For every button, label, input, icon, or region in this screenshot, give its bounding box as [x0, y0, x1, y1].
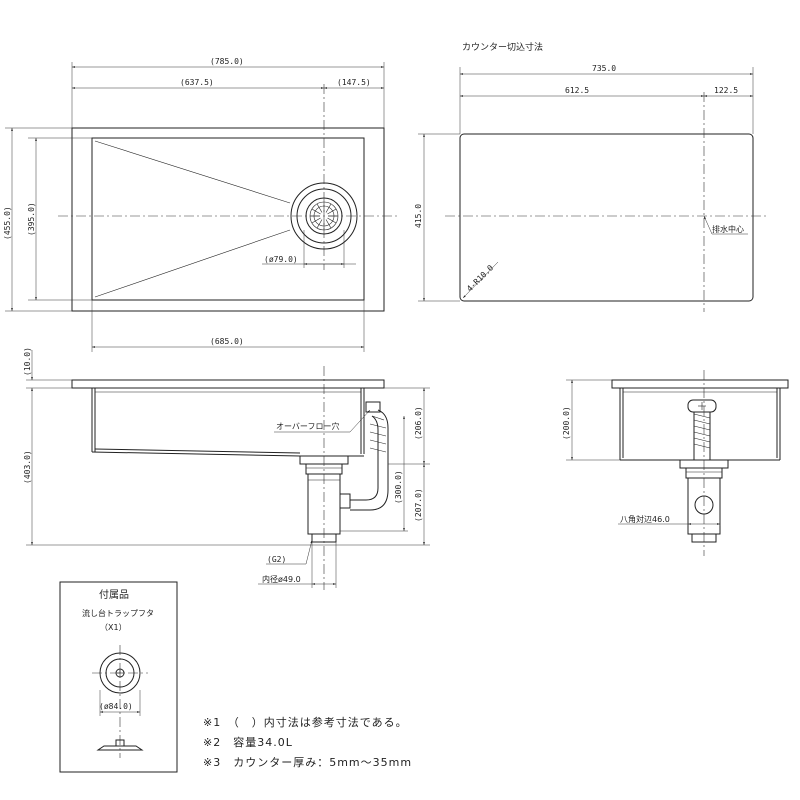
dim-overall-depth: (455.0)	[3, 206, 12, 240]
inner-diameter-label: 内径ø49.0	[262, 574, 301, 584]
drain-center-label: 排水中心	[712, 224, 744, 234]
dim-overall-width: (785.0)	[210, 57, 244, 66]
dim-drain-to-edge: (147.5)	[337, 78, 371, 87]
accessory-title: 付属品	[99, 588, 129, 601]
octagon-width-label: 八角対辺46.0	[620, 514, 670, 524]
dim-rim-thickness: (10.0)	[23, 347, 32, 376]
cutout-corner-radius: 4-R10.0	[465, 263, 495, 293]
dim-trap-height: (300.0)	[394, 470, 403, 504]
dim-to-overflow: (206.0)	[414, 406, 423, 440]
note-3: ※3 カウンター厚み：5mm～35mm	[203, 756, 412, 769]
dim-bowl-width: (685.0)	[210, 337, 244, 346]
note-1: ※1 （ ）内寸法は参考寸法である。	[203, 715, 408, 729]
trap-cover-side	[96, 739, 144, 751]
dim-trap-bottom: (207.0)	[414, 488, 423, 522]
accessory-quantity: （X1）	[100, 623, 127, 632]
cutout-drain-to-edge: 122.5	[714, 86, 738, 95]
accessory-diameter: (ø84.0)	[99, 702, 133, 711]
dim-side-bowl-height: (200.0)	[562, 406, 571, 440]
cutout-width: 735.0	[592, 64, 616, 73]
overflow-label: オーバーフロー穴	[276, 421, 339, 431]
top-view: (785.0) (637.5) (147.5) (455.0) (395.0) …	[3, 57, 398, 352]
cutout-depth: 415.0	[414, 204, 423, 228]
dim-total-height: (403.0)	[23, 450, 32, 484]
cutout-view: カウンター切込寸法 735.0 612.5 122.5 415.0 4-R10.…	[414, 41, 768, 312]
front-view: (10.0) (403.0) オーバーフロー穴 (206.0) (207.0) …	[23, 347, 430, 590]
cutout-to-drain-center: 612.5	[565, 86, 589, 95]
dim-drain-diameter: (ø79.0)	[264, 255, 298, 264]
cutout-title: カウンター切込寸法	[462, 41, 543, 53]
notes: ※1 （ ）内寸法は参考寸法である。 ※2 容量34.0L ※3 カウンター厚み…	[203, 715, 412, 769]
dim-to-drain-center: (637.5)	[180, 78, 214, 87]
thread-label: (G2)	[267, 555, 286, 564]
accessory-item-name: 流し台トラップフタ	[82, 608, 154, 618]
note-2: ※2 容量34.0L	[203, 735, 293, 749]
side-view: (200.0) 八角対辺46.0	[562, 370, 789, 556]
dim-bowl-depth: (395.0)	[27, 202, 36, 236]
accessory-box: 付属品 流し台トラップフタ （X1） (ø84.0)	[59, 581, 178, 773]
